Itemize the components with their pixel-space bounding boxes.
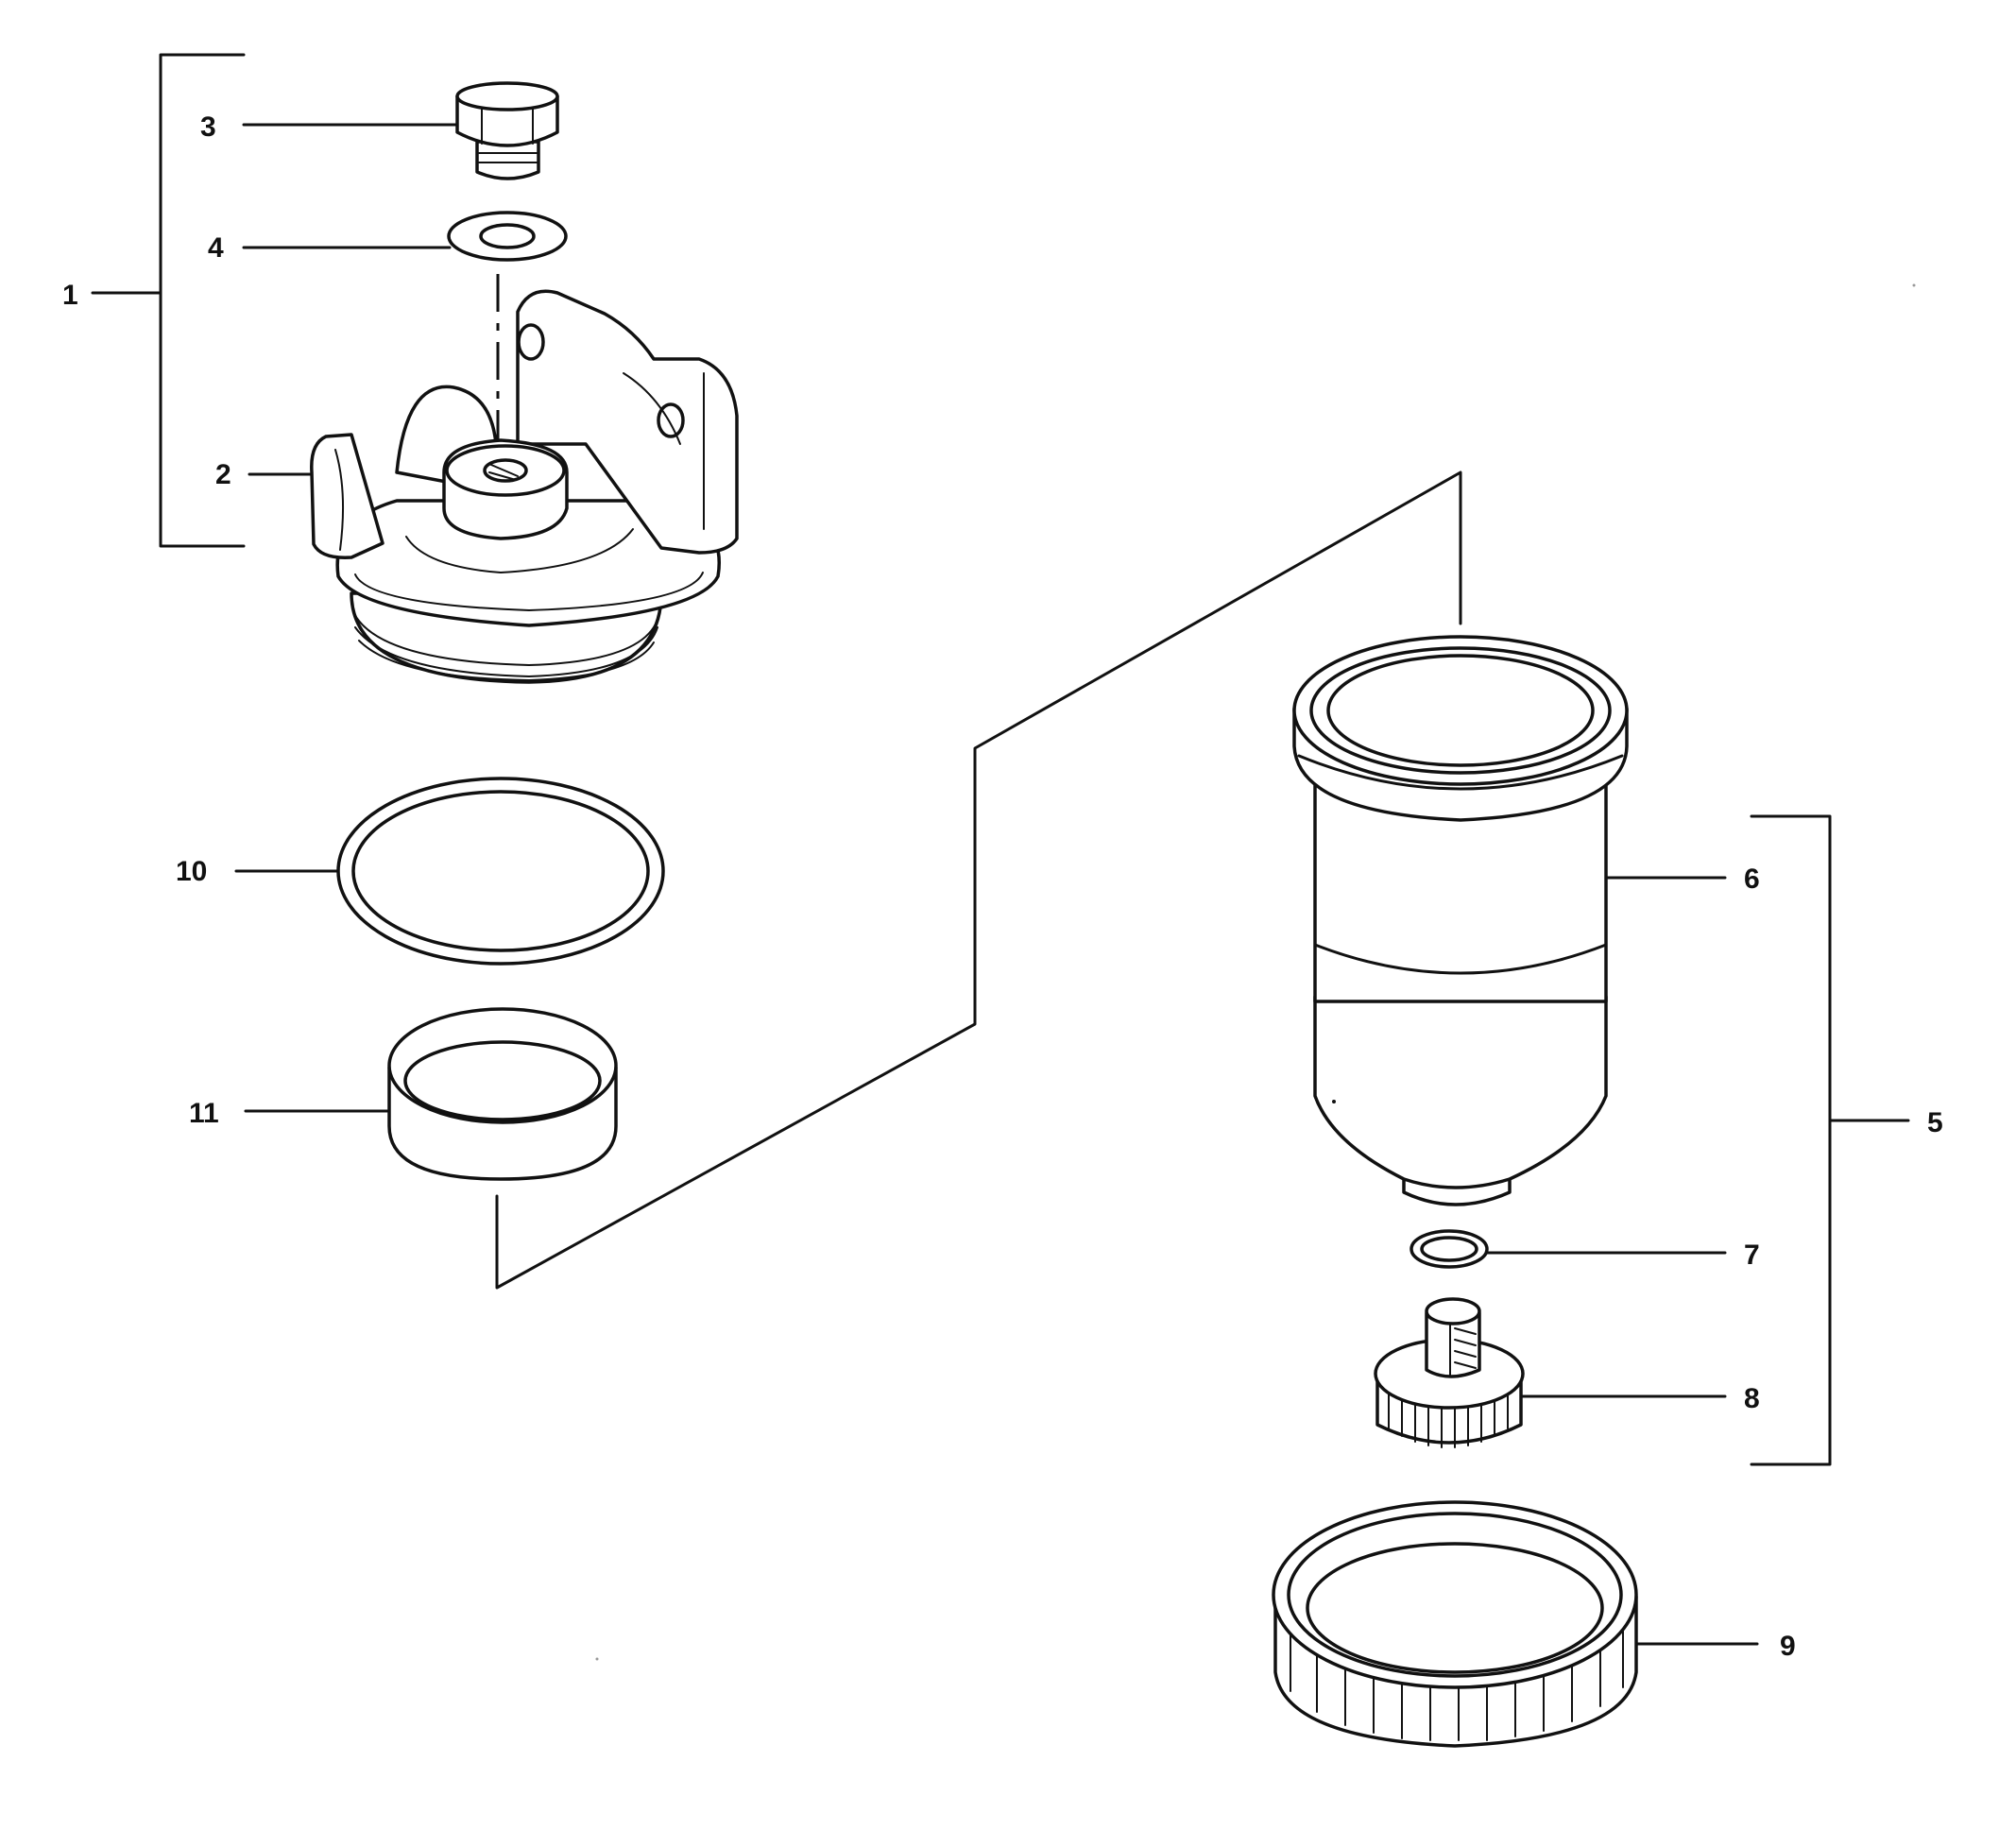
part-9-retaining-nut (1272, 1500, 1759, 1748)
callout-3: 3 (200, 111, 216, 143)
part-10-o-ring (234, 777, 665, 966)
callout-8: 8 (1744, 1383, 1760, 1414)
speck (1912, 283, 1916, 287)
callout-6: 6 (1744, 864, 1760, 895)
callout-2: 2 (215, 459, 231, 490)
speck (595, 1657, 599, 1661)
part-8-drain-plug (1374, 1297, 1727, 1448)
callout-9: 9 (1780, 1631, 1796, 1662)
callout-7: 7 (1744, 1240, 1760, 1271)
callout-labels: 1 2 3 4 5 6 7 8 9 10 11 (62, 111, 1943, 1662)
part-6-filter-element (1292, 635, 1727, 1206)
bracket-assembly-1 (91, 53, 246, 548)
assembly-leader-path (495, 470, 1462, 1290)
part-3-plug (242, 81, 559, 180)
callout-5: 5 (1927, 1107, 1943, 1138)
part-4-washer (242, 211, 568, 262)
bracket-assembly-5 (1750, 814, 1910, 1466)
part-11-spacer-ring (244, 1007, 618, 1181)
part-2-filter-head (248, 289, 739, 684)
callout-1: 1 (62, 280, 78, 311)
part-7-seal (1409, 1229, 1727, 1269)
callout-4: 4 (208, 232, 224, 264)
callout-10: 10 (176, 856, 207, 887)
callout-11: 11 (189, 1098, 219, 1129)
